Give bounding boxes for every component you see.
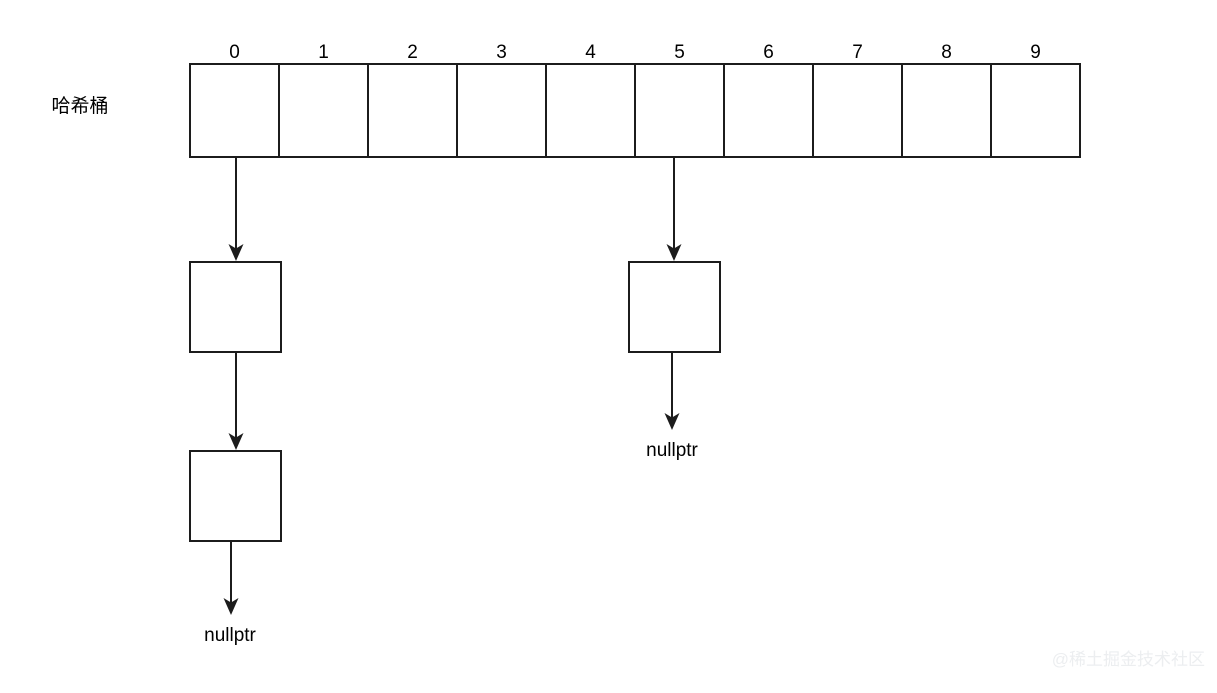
arrow-bucket5-to-node1-head: [666, 244, 682, 261]
index-label-row: 0 1 2 3 4 5 6 7 8 9: [229, 42, 1041, 63]
bucket-cell-3[interactable]: [456, 63, 547, 158]
bucket-cell-1[interactable]: [278, 63, 369, 158]
chain0-node-1[interactable]: [189, 261, 282, 353]
hash-bucket-side-label: 哈希桶: [51, 95, 108, 117]
chain-bucket-5: nullptr: [628, 157, 721, 461]
watermark-label: @稀土掘金技术社区: [1052, 650, 1205, 669]
chain0-nullptr-label: nullptr: [204, 625, 256, 646]
arrow-bucket0-to-node1-head: [228, 244, 244, 261]
arrow-node2-to-null-head: [223, 598, 239, 615]
index-label-6: 6: [763, 42, 774, 63]
arrow-node1-to-node2-head: [228, 433, 244, 450]
index-label-9: 9: [1030, 42, 1041, 63]
index-label-1: 1: [318, 42, 329, 63]
bucket-cell-0[interactable]: [189, 63, 280, 158]
index-label-4: 4: [585, 42, 596, 63]
bucket-cell-4[interactable]: [545, 63, 636, 158]
bucket-array: [189, 63, 1081, 158]
chain-bucket-0: nullptr: [189, 157, 282, 646]
index-label-0: 0: [229, 42, 240, 63]
index-label-3: 3: [496, 42, 507, 63]
chain0-node-2[interactable]: [189, 450, 282, 542]
chain5-nullptr-label: nullptr: [646, 440, 698, 461]
index-label-8: 8: [941, 42, 952, 63]
chain5-node-1[interactable]: [628, 261, 721, 353]
bucket-cell-5[interactable]: [634, 63, 725, 158]
index-label-2: 2: [407, 42, 418, 63]
index-label-5: 5: [674, 42, 685, 63]
bucket-cell-7[interactable]: [812, 63, 903, 158]
bucket-cell-8[interactable]: [901, 63, 992, 158]
bucket-cell-6[interactable]: [723, 63, 814, 158]
bucket-cell-9[interactable]: [990, 63, 1081, 158]
bucket-cell-2[interactable]: [367, 63, 458, 158]
index-label-7: 7: [852, 42, 863, 63]
arrow-node1-to-null-head-right: [664, 413, 680, 430]
